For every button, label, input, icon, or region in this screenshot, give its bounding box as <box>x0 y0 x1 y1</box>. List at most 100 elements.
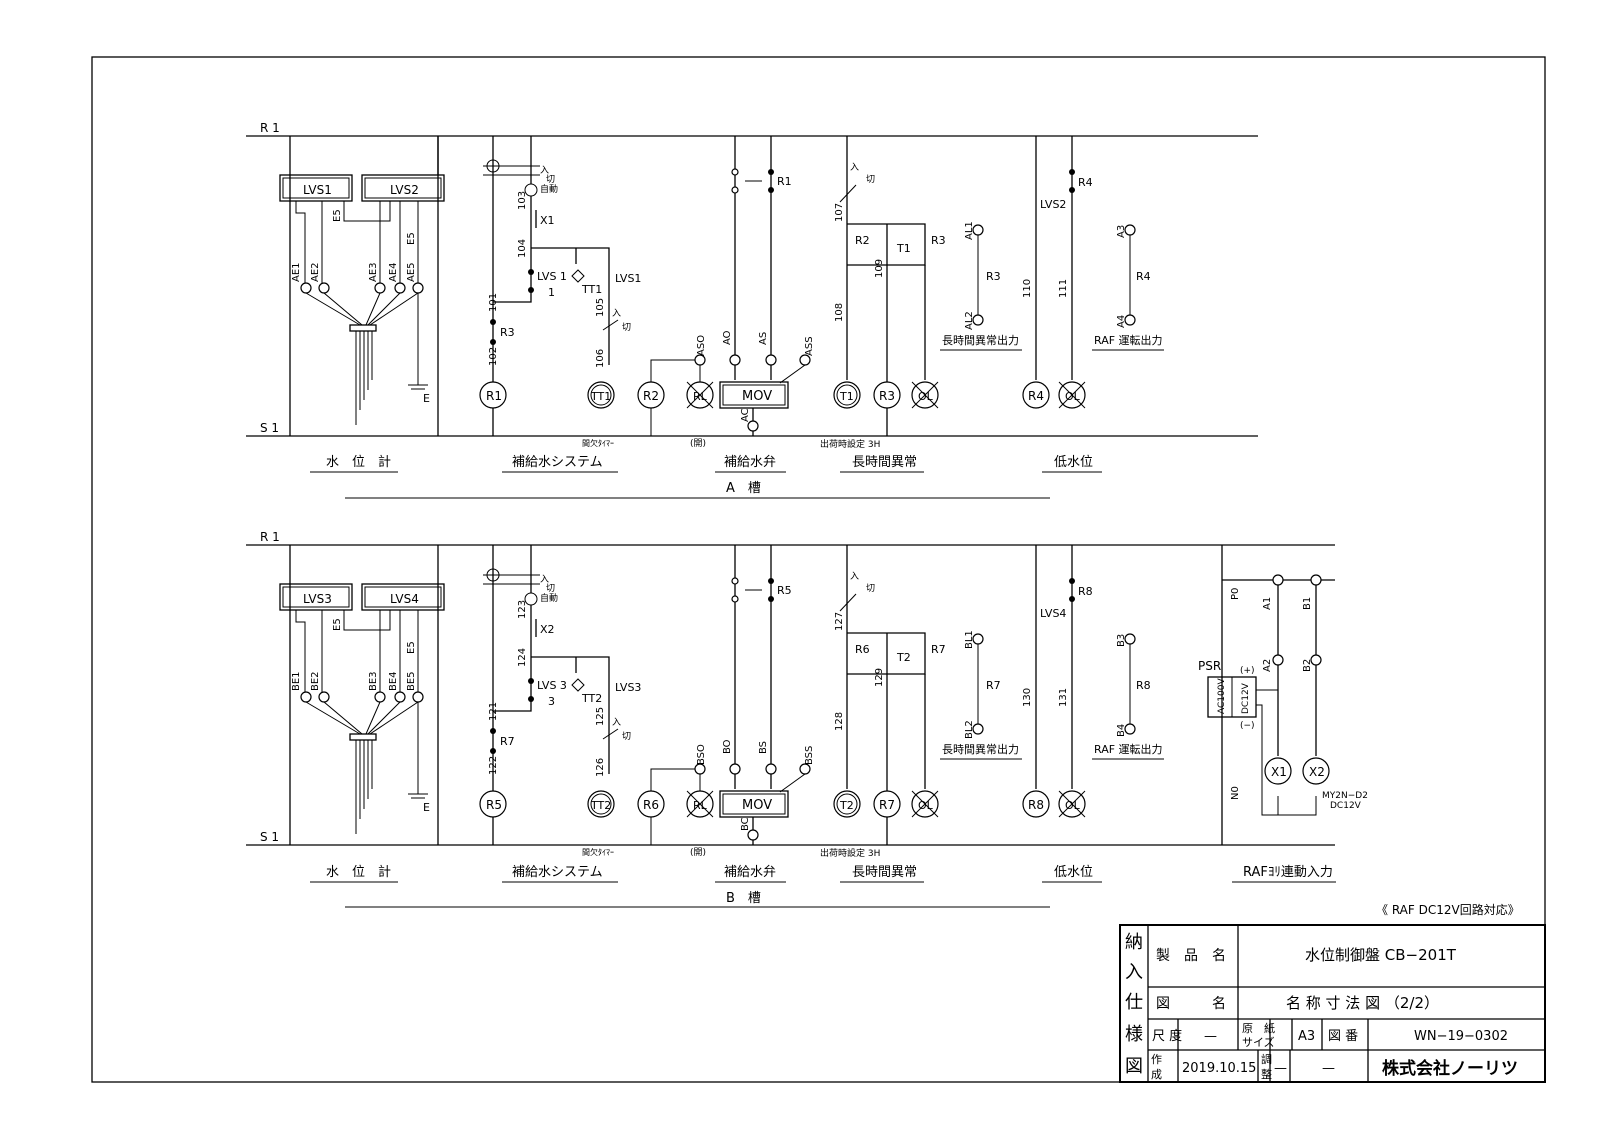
terminal-label: BO <box>722 739 733 754</box>
contact-label: 1 <box>548 286 555 299</box>
lvs4-label: LVS4 <box>390 592 419 606</box>
tank-a-circuit: R 1 S 1 LVS1 LVS2 AE1 AE2 E5 AE3 AE4 AE5… <box>246 121 1258 499</box>
lvs4-box <box>361 583 445 611</box>
terminal-label: B3 <box>1116 634 1127 647</box>
wire-no: 101 <box>488 293 499 312</box>
switch-label: 自動 <box>540 592 558 604</box>
made-label: 成 <box>1151 1068 1162 1081</box>
switch-label: 切 <box>622 731 631 742</box>
terminal-label: B4 <box>1116 724 1127 737</box>
wire-no: 110 <box>1022 279 1033 298</box>
terminal-label: BSS <box>804 746 815 765</box>
bus-s1-label-b: S 1 <box>260 830 279 844</box>
relay-x2 <box>1302 757 1330 785</box>
psr-plus: (+) <box>1240 666 1255 676</box>
mov-box-b <box>719 790 789 818</box>
coil-label: OL <box>1065 390 1081 403</box>
switch-label: 切 <box>546 583 555 594</box>
coil-r7 <box>873 790 901 818</box>
ground-label: E <box>423 392 430 405</box>
contact-label: 3 <box>548 695 555 708</box>
open-note: (開) <box>690 847 706 858</box>
section-label: 補給水弁 <box>724 455 776 470</box>
paper-label: 原 紙 <box>1242 1021 1275 1035</box>
electrode-holder <box>305 292 419 425</box>
contact-label: R7 <box>931 643 946 656</box>
timer-t2 <box>833 790 861 818</box>
section-label: 長時間異常 <box>852 455 917 470</box>
switch-label: 入 <box>540 574 549 585</box>
title-block: 納 入 仕 様 図 製 品 名 水位制御盤 CB−201T 図 名 名 称 寸 … <box>1119 924 1546 1083</box>
lvs2-box <box>361 174 445 202</box>
timer-setting: 出荷時設定 3H <box>820 438 880 450</box>
wire-no: 121 <box>488 702 499 721</box>
wire-no: 130 <box>1022 688 1033 707</box>
adjust-label: 整 <box>1261 1067 1272 1081</box>
output-label: 長時間異常出力 <box>942 742 1019 756</box>
contact-label: LVS1 <box>615 272 641 285</box>
section-label: 補給水システム <box>512 455 603 470</box>
wire-no: 123 <box>517 600 528 619</box>
wire-no: 103 <box>517 191 528 210</box>
contact-label: R6 <box>855 643 870 656</box>
terminal-label: ASS <box>804 336 815 356</box>
terminal-label: AO <box>722 330 733 345</box>
relay-x1 <box>1264 757 1292 785</box>
terminal-label: A2 <box>1262 659 1273 672</box>
relay-model: DC12V <box>1330 801 1362 811</box>
wire-no: 131 <box>1058 688 1069 707</box>
psr-label: PSR <box>1198 659 1221 673</box>
coil-r1 <box>479 381 507 409</box>
wire-no: 129 <box>874 668 885 687</box>
drawing-frame <box>91 56 1546 1083</box>
contact-label: R3 <box>500 326 515 339</box>
coil-r6 <box>637 790 665 818</box>
contact-label: R7 <box>500 735 515 748</box>
ground-label: E <box>423 801 430 814</box>
coil-r3 <box>873 381 901 409</box>
bus-r1-label-b: R 1 <box>260 530 280 544</box>
wire-no: 109 <box>874 259 885 278</box>
paper-value: A3 <box>1298 1029 1315 1044</box>
switch-label: 入 <box>612 308 621 319</box>
adjust-label: 調 <box>1261 1052 1272 1066</box>
coil-label: RL <box>693 799 708 812</box>
psr-out: DC12V <box>1241 682 1251 714</box>
side-label: 図 <box>1125 1056 1143 1077</box>
switch-label: 切 <box>866 583 875 594</box>
side-label: 入 <box>1125 962 1143 983</box>
coil-label: R7 <box>879 798 895 812</box>
terminal-label: A4 <box>1116 315 1127 328</box>
coil-label: R1 <box>486 389 502 403</box>
output-label: RAF 運転出力 <box>1094 742 1163 756</box>
coil-label: T2 <box>839 799 854 812</box>
switch-label: 入 <box>850 571 859 582</box>
bus-r1-label-a: R 1 <box>260 121 280 135</box>
side-label: 納 <box>1125 932 1143 953</box>
electrode-label: BE5 <box>406 671 417 691</box>
contact-label: LVS 1 <box>537 270 567 283</box>
section-label: 水 位 計 <box>326 454 391 470</box>
tank-label: A 槽 <box>726 481 761 496</box>
side-label: 仕 <box>1125 992 1143 1013</box>
contact-label: R3 <box>986 270 1001 283</box>
switch-label: 切 <box>622 322 631 333</box>
section-label: 低水位 <box>1054 865 1093 880</box>
switch-label: 切 <box>546 174 555 185</box>
terminal-label: A1 <box>1262 597 1273 610</box>
electrode-label: AE3 <box>368 262 379 282</box>
switch-label: 切 <box>866 174 875 185</box>
section-label: RAFﾖﾘ連動入力 <box>1243 865 1333 880</box>
coil-label: R6 <box>643 798 659 812</box>
contact-label: R3 <box>931 234 946 247</box>
lvs3-box <box>279 583 353 611</box>
coil-r4 <box>1022 381 1050 409</box>
terminal-label: BL1 <box>964 630 975 649</box>
drawing-label: 図 名 <box>1156 996 1226 1012</box>
electrode-label: BE3 <box>368 671 379 691</box>
section-label: 水 位 計 <box>326 864 391 880</box>
terminal-label: ASO <box>696 335 707 356</box>
scale-label: 尺 度 <box>1152 1028 1182 1044</box>
side-label: 様 <box>1125 1024 1143 1045</box>
contact-label: X2 <box>540 623 555 636</box>
